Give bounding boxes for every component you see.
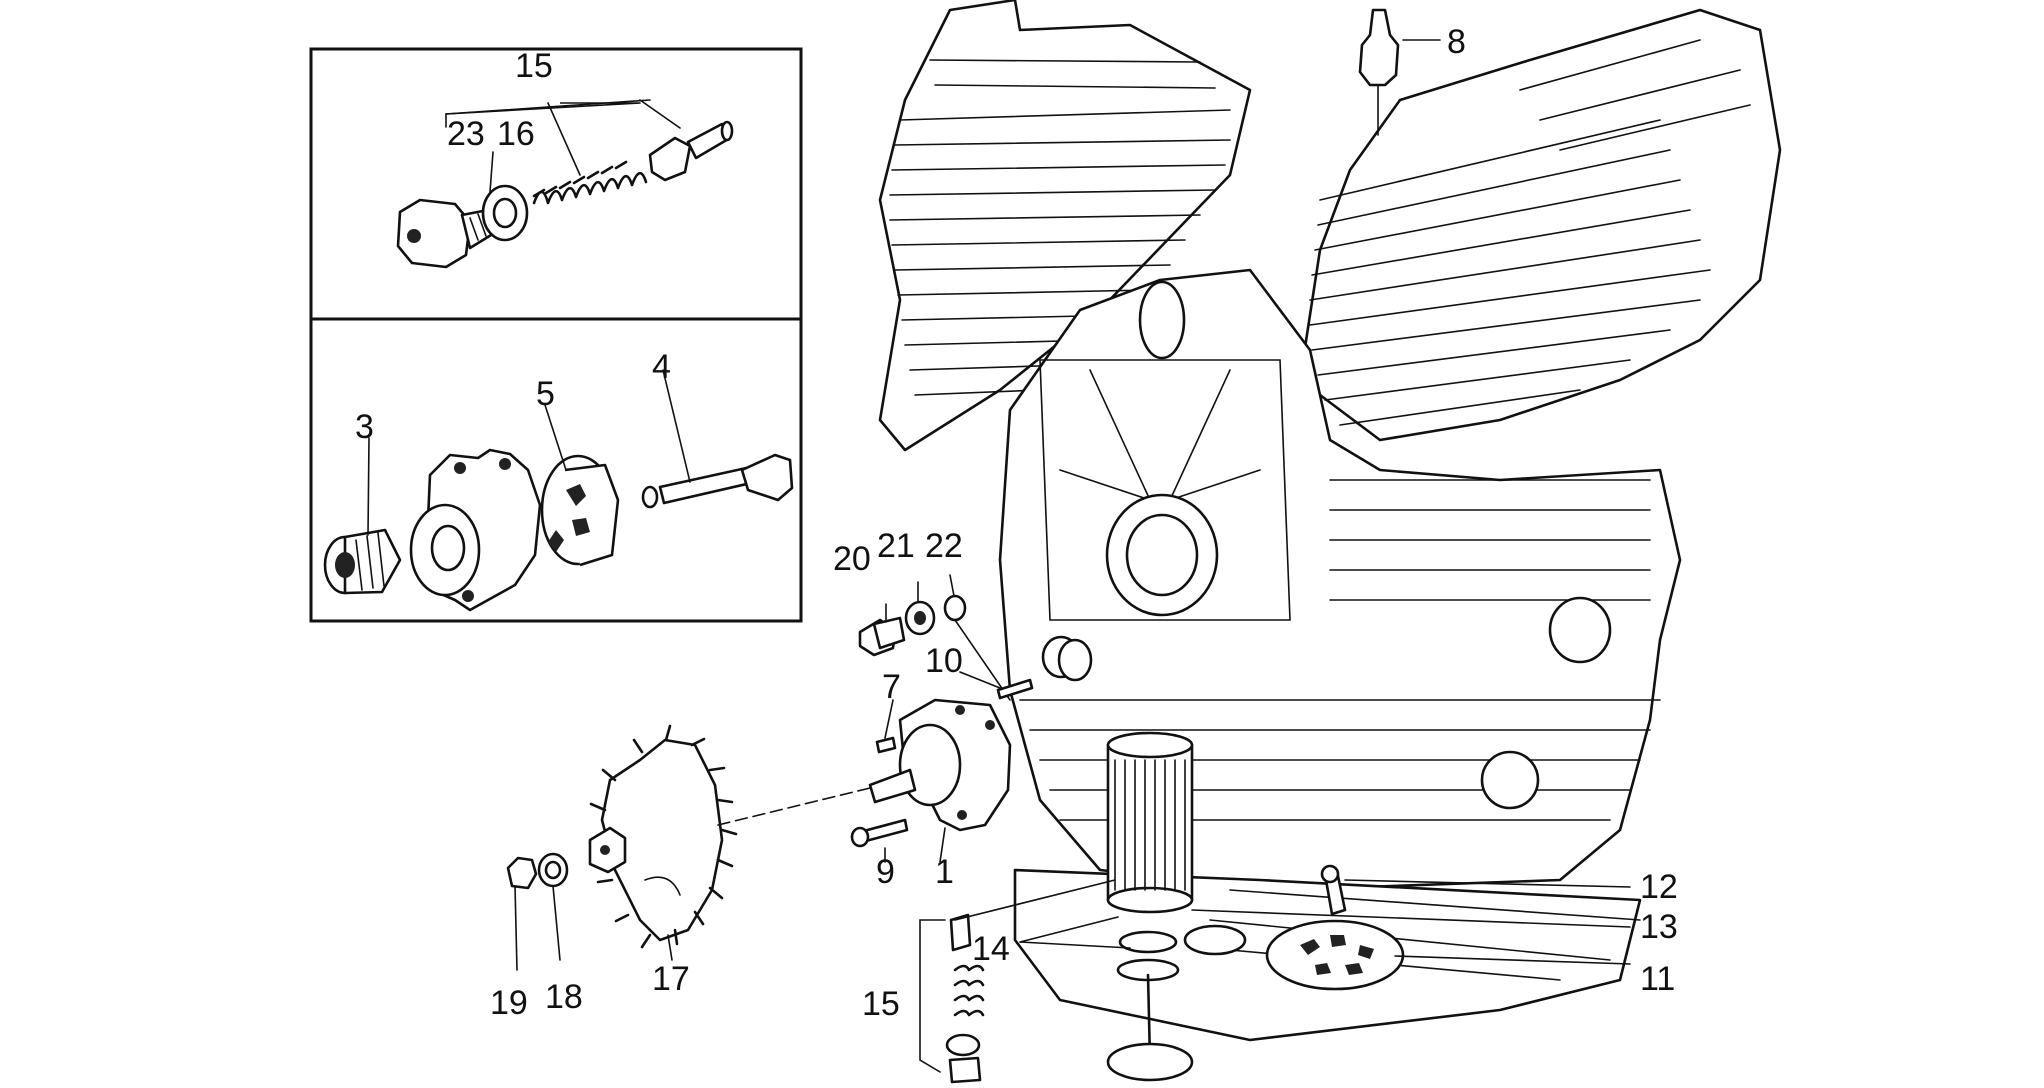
callout-4: 4 bbox=[652, 348, 671, 386]
callout-12: 12 bbox=[1640, 868, 1678, 906]
callout-15-inset: 15 bbox=[515, 47, 553, 85]
rotor-part bbox=[540, 454, 620, 567]
callout-18: 18 bbox=[545, 978, 583, 1016]
callout-14: 14 bbox=[972, 930, 1010, 968]
callout-labels: 20 21 22 10 7 9 1 17 18 19 12 13 11 14 1… bbox=[490, 527, 1678, 1023]
callout-22: 22 bbox=[925, 527, 963, 565]
crankcase-detail bbox=[1019, 280, 1661, 821]
inset-panel-top: 15 23 16 bbox=[309, 47, 803, 321]
callout-21: 21 bbox=[877, 527, 915, 565]
callout-13: 13 bbox=[1640, 908, 1678, 946]
sensor-part: 8 bbox=[1358, 8, 1466, 136]
callout-3: 3 bbox=[355, 408, 374, 446]
screw-part-20 bbox=[858, 616, 906, 657]
valve-plunger-part bbox=[648, 120, 734, 182]
callout-23: 23 bbox=[447, 115, 485, 153]
callout-17: 17 bbox=[652, 960, 690, 998]
callout-16: 16 bbox=[497, 115, 535, 153]
right-cylinder-fins bbox=[1309, 39, 1751, 426]
pump-body-part bbox=[409, 448, 542, 612]
left-cylinder-fins bbox=[889, 59, 1231, 396]
callout-7: 7 bbox=[882, 668, 901, 706]
callout-9: 9 bbox=[876, 853, 895, 891]
callout-20: 20 bbox=[833, 540, 871, 578]
inset-panel-bottom: 3 5 4 bbox=[309, 317, 803, 623]
o-ring-part-22 bbox=[943, 594, 967, 622]
nut-part-19 bbox=[506, 856, 538, 890]
leader-lines bbox=[514, 574, 1631, 1073]
callout-10: 10 bbox=[925, 642, 963, 680]
spring-part bbox=[532, 160, 648, 205]
shaft-part bbox=[641, 453, 794, 509]
filter-gasket bbox=[1118, 930, 1178, 954]
oil-filter-part bbox=[1106, 731, 1194, 914]
oil-pump-part bbox=[868, 698, 1012, 832]
callout-8: 8 bbox=[1447, 23, 1466, 61]
strainer-plate-part bbox=[1265, 919, 1405, 991]
pin-part-10 bbox=[996, 678, 1034, 700]
relief-valve-stack bbox=[945, 913, 985, 1084]
fitting-part bbox=[323, 528, 402, 595]
callout-1: 1 bbox=[935, 853, 954, 891]
callout-15-main: 15 bbox=[862, 985, 900, 1023]
callout-11: 11 bbox=[1640, 960, 1675, 998]
dowel-part-7 bbox=[875, 736, 897, 754]
sprocket-gear-part bbox=[588, 724, 738, 949]
callout-19: 19 bbox=[490, 984, 528, 1022]
callout-5: 5 bbox=[536, 375, 555, 413]
